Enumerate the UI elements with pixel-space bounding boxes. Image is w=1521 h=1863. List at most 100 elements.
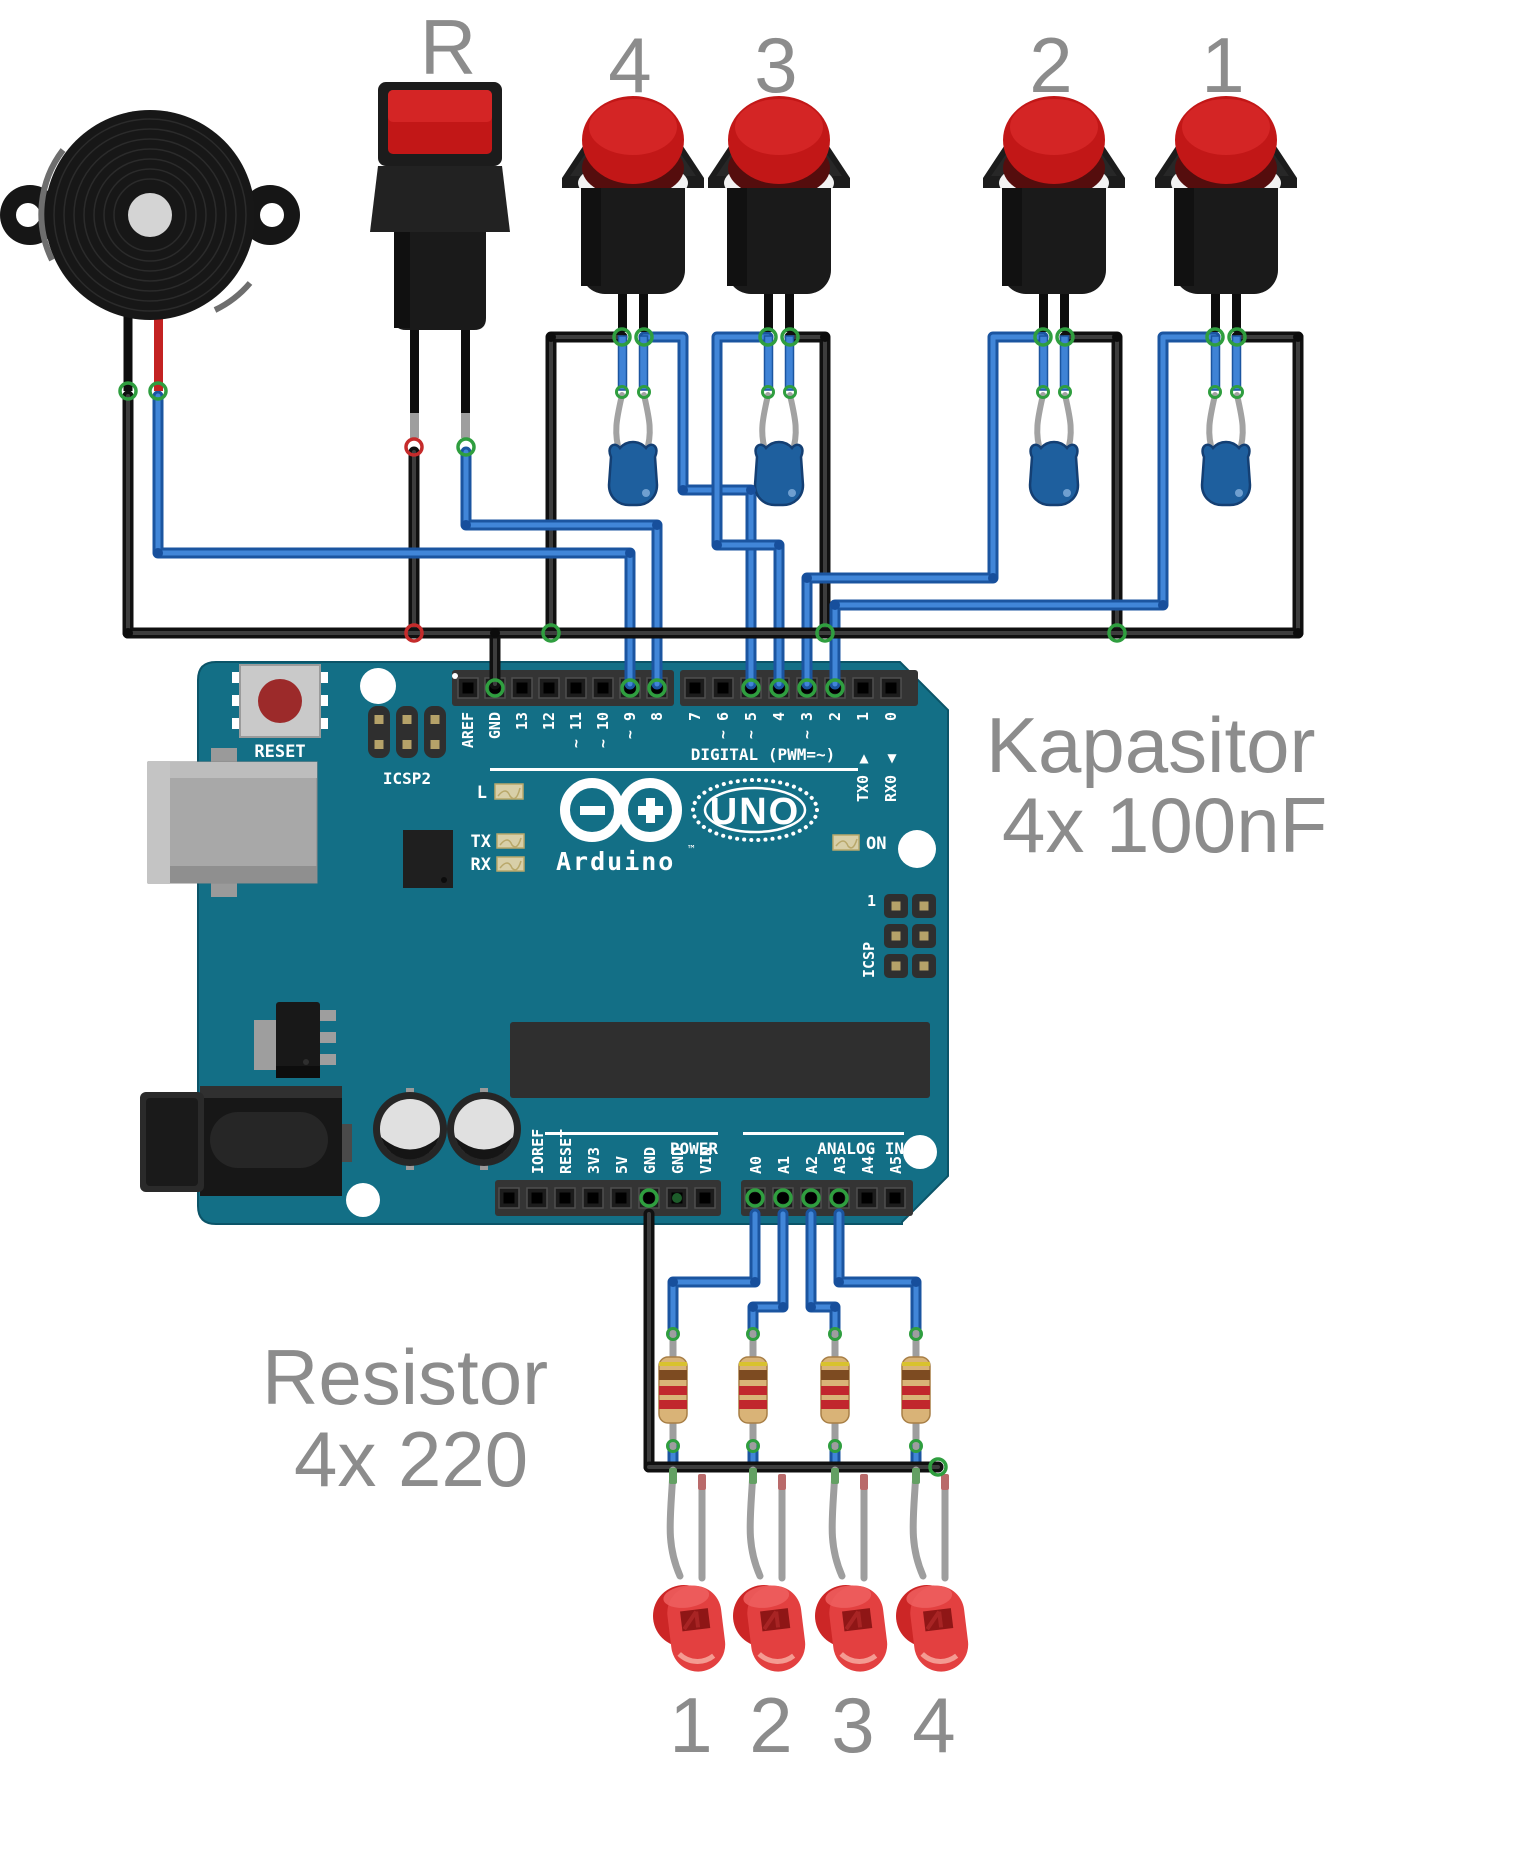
- pin-label-4: 4: [770, 712, 788, 721]
- led-tx-label: TX: [471, 832, 492, 852]
- label-button-4: 4: [608, 21, 651, 109]
- tx0-label: TX0: [854, 775, 872, 802]
- mcu-chip: [510, 1022, 930, 1098]
- reset-button[interactable]: [232, 664, 328, 738]
- label-led-2: 2: [749, 1681, 792, 1769]
- pin-label-a1: A1: [775, 1156, 793, 1174]
- tx-arrow-icon: ▲: [859, 751, 869, 765]
- brand-label: Arduino: [556, 847, 675, 876]
- pin-label-5: ~ 5: [742, 712, 760, 739]
- led-l-label: L: [477, 783, 487, 803]
- rx0-label: RX0: [882, 775, 900, 802]
- usb-connector: [147, 748, 318, 897]
- electrolytic-capacitor: [373, 1088, 447, 1170]
- pin-label-9: ~ 9: [621, 712, 639, 739]
- capacitor-1: [1202, 395, 1250, 505]
- icsp2-header: [368, 706, 446, 758]
- power-caption: POWER: [670, 1139, 719, 1158]
- mount-hole-icon: [898, 830, 936, 868]
- resistor-4: [902, 1333, 930, 1447]
- led-1: [653, 1468, 728, 1675]
- on-label: ON: [866, 834, 886, 854]
- uno-badge: UNO: [691, 778, 819, 842]
- pin-label-aref: AREF: [459, 712, 477, 748]
- pin-label-ioref: IOREF: [529, 1129, 547, 1174]
- label-button-1: 1: [1201, 21, 1244, 109]
- pushbutton-r[interactable]: [370, 82, 510, 438]
- arduino-board: RESET ICSP2 AREF GND 13 12 ~ 11 ~ 10 ~ 9…: [140, 661, 949, 1225]
- capacitor-3: [755, 395, 803, 505]
- pin-label-a0: A0: [747, 1156, 765, 1174]
- label-led-1: 1: [669, 1681, 712, 1769]
- label-button-r: R: [420, 3, 476, 91]
- resistor-label-line1: Resistor: [262, 1333, 548, 1421]
- rx-arrow-icon: ▼: [887, 751, 897, 765]
- arduino-logo-icon: [560, 778, 682, 842]
- label-button-3: 3: [754, 21, 797, 109]
- led-3: [815, 1468, 890, 1675]
- mount-hole-icon: [903, 1135, 937, 1169]
- pin-label-a5: A5: [887, 1156, 905, 1174]
- pin-label-12: 12: [540, 712, 558, 730]
- pin-label-11: ~ 11: [567, 712, 585, 748]
- resistor-2: [739, 1333, 767, 1447]
- pin-label-0: 0: [882, 712, 900, 721]
- kapasitor-label-line2: 4x 100nF: [1002, 781, 1327, 869]
- resistor-label-line2: 4x 220: [294, 1415, 528, 1503]
- pin-label-reset: RESET: [557, 1129, 575, 1174]
- led-4: [896, 1468, 971, 1675]
- divider-line: [545, 1132, 718, 1135]
- pin-label-a4: A4: [859, 1156, 877, 1174]
- power-header: [495, 1180, 721, 1216]
- reset-label: RESET: [254, 742, 305, 762]
- led-l: [494, 783, 524, 800]
- pin-label-10: ~ 10: [594, 712, 612, 748]
- label-led-3: 3: [831, 1681, 874, 1769]
- capacitor-4: [609, 395, 657, 505]
- pin-label-vin: VIN: [697, 1147, 715, 1174]
- trademark: ™: [688, 843, 695, 856]
- pin-label-gnd: GND: [486, 712, 504, 739]
- power-jack: [140, 1086, 352, 1196]
- pin-label-8: 8: [648, 712, 666, 721]
- pushbutton-2[interactable]: [982, 95, 1126, 391]
- pin-label-gnd2: GND: [669, 1147, 687, 1174]
- mount-hole-icon: [360, 668, 396, 704]
- pin-label-3v3: 3V3: [585, 1147, 603, 1174]
- pushbutton-1[interactable]: [1154, 95, 1298, 391]
- led-rx-label: RX: [471, 855, 492, 875]
- electrolytic-capacitor: [447, 1088, 521, 1170]
- digital-header-left: [452, 670, 674, 706]
- pin-label-6: ~ 6: [714, 712, 732, 739]
- model-label: UNO: [710, 791, 800, 833]
- pin-label-gnd1: GND: [641, 1147, 659, 1174]
- analog-caption: ANALOG IN: [817, 1139, 904, 1158]
- digital-caption: DIGITAL (PWM=~): [691, 745, 836, 764]
- pin-label-3: ~ 3: [798, 712, 816, 739]
- pin-label-13: 13: [513, 712, 531, 730]
- resistor-3: [821, 1333, 849, 1447]
- piezo-buzzer: [0, 110, 300, 391]
- icsp2-label: ICSP2: [383, 769, 431, 788]
- icsp-label: ICSP: [860, 942, 878, 978]
- label-button-2: 2: [1029, 21, 1072, 109]
- icsp-pin1-label: 1: [867, 892, 876, 910]
- pin-label-2: 2: [826, 712, 844, 721]
- buzzer-lead-black: [123, 315, 133, 391]
- divider-line: [490, 768, 858, 771]
- pin-label-5v: 5V: [613, 1156, 631, 1174]
- capacitor-2: [1030, 395, 1078, 505]
- pin-label-a3: A3: [831, 1156, 849, 1174]
- buzzer-lead-red: [154, 315, 163, 391]
- kapasitor-label-line1: Kapasitor: [986, 701, 1316, 789]
- icsp-header: [884, 894, 936, 978]
- resistor-1: [659, 1333, 687, 1447]
- pin-label-7: 7: [686, 712, 704, 721]
- pin-label-1: 1: [854, 712, 872, 721]
- buzzer-center: [128, 193, 172, 237]
- mount-hole-icon: [346, 1183, 380, 1217]
- label-led-4: 4: [912, 1681, 955, 1769]
- voltage-regulator: [254, 1002, 336, 1078]
- divider-line: [743, 1132, 904, 1135]
